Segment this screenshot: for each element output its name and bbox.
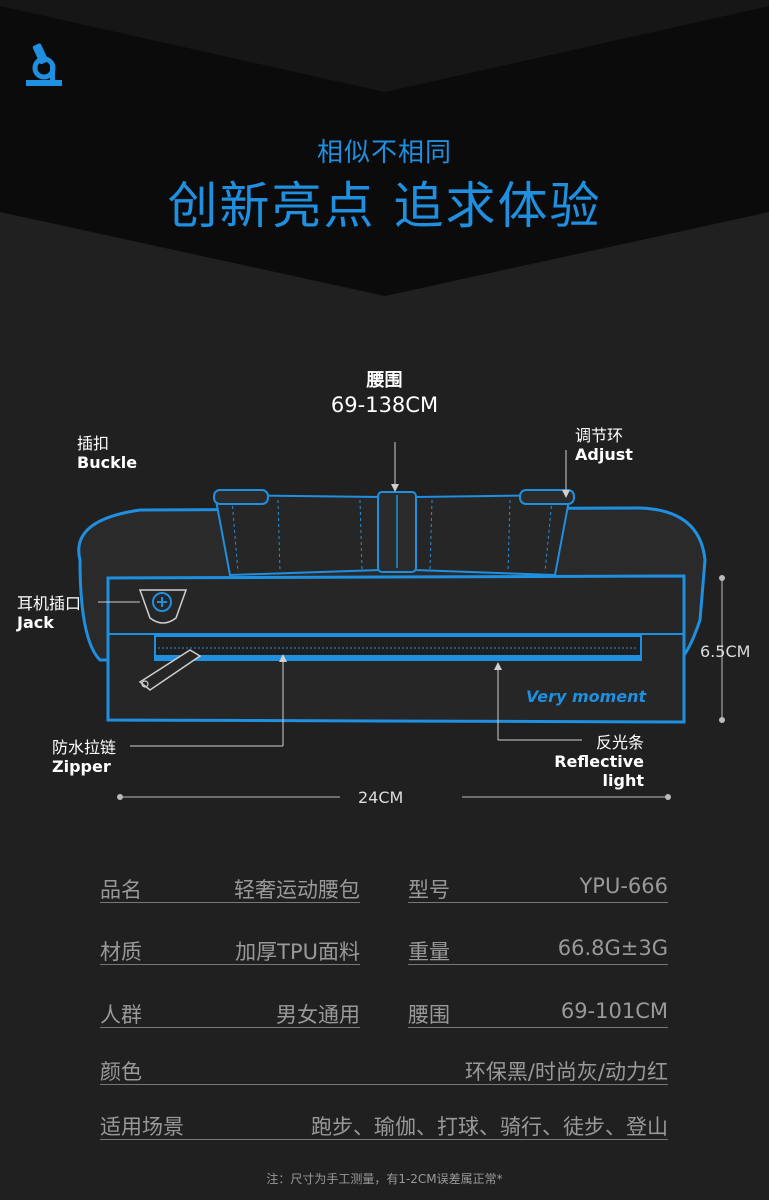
header-banner: 相似不相同 创新亮点 追求体验 xyxy=(0,0,769,300)
callout-adjust-cn: 调节环 xyxy=(575,426,624,445)
callout-buckle: 插扣 Buckle xyxy=(77,434,137,472)
spec-key: 腰围 xyxy=(408,1003,450,1027)
spec-value: 69-101CM xyxy=(560,999,668,1023)
footnote: 注：尺寸为手工测量，有1-2CM误差属正常* xyxy=(266,1172,503,1186)
spec-row: 品名 轻奢运动腰包 xyxy=(100,862,360,903)
callout-adjust: 调节环 Adjust xyxy=(575,426,633,464)
spec-key: 人群 xyxy=(100,1003,142,1027)
callout-buckle-cn: 插扣 xyxy=(77,434,110,453)
callout-reflective-cn: 反光条 xyxy=(595,733,644,752)
spec-row: 适用场景 跑步、瑜伽、打球、骑行、徒步、登山 xyxy=(100,1099,668,1140)
spec-key: 适用场景 xyxy=(100,1115,184,1139)
spec-value: 环保黑/时尚灰/动力红 xyxy=(464,1060,668,1084)
callout-reflective-en: Reflective light xyxy=(554,752,644,791)
waist-value: 69-138CM xyxy=(330,393,439,417)
height-dimension: 6.5CM xyxy=(700,642,751,661)
spec-value: 加厚TPU面料 xyxy=(235,940,360,964)
spec-value: 男女通用 xyxy=(276,1003,360,1027)
spec-key: 颜色 xyxy=(100,1060,142,1084)
spec-row: 人群 男女通用 xyxy=(100,987,360,1028)
waist-label: 腰围 xyxy=(366,370,403,391)
bag-brand-text: Very moment xyxy=(526,687,647,706)
callout-zipper-en: Zipper xyxy=(52,757,111,777)
spec-key: 型号 xyxy=(408,878,450,902)
spec-row: 重量 66.8G±3G xyxy=(408,924,668,965)
spec-value: 66.8G±3G xyxy=(557,936,668,960)
spec-key: 重量 xyxy=(408,940,450,964)
spec-value: YPU-666 xyxy=(579,874,668,898)
spec-value: 跑步、瑜伽、打球、骑行、徒步、登山 xyxy=(311,1115,668,1139)
callout-buckle-en: Buckle xyxy=(77,453,138,473)
header-background xyxy=(0,0,769,296)
spec-key: 品名 xyxy=(100,878,142,902)
callout-adjust-en: Adjust xyxy=(575,445,633,465)
spec-row: 材质 加厚TPU面料 xyxy=(100,924,360,965)
spec-row: 颜色 环保黑/时尚灰/动力红 xyxy=(100,1044,668,1085)
microscope-icon xyxy=(22,38,66,88)
callout-jack-cn: 耳机插口 xyxy=(17,594,82,613)
callout-zipper-cn: 防水拉链 xyxy=(52,738,117,757)
width-dimension: 24CM xyxy=(358,788,404,807)
callout-reflective: 反光条 Reflective light xyxy=(514,733,644,791)
callout-jack-en: Jack xyxy=(17,613,54,633)
spec-key: 材质 xyxy=(100,940,142,964)
spec-value: 轻奢运动腰包 xyxy=(234,878,360,902)
waist-bag-diagram xyxy=(77,442,725,800)
header-subtitle: 相似不相同 xyxy=(316,138,452,168)
spec-row: 型号 YPU-666 xyxy=(408,862,668,903)
spec-row: 腰围 69-101CM xyxy=(408,987,668,1028)
callout-zipper: 防水拉链 Zipper xyxy=(52,738,116,776)
callout-jack: 耳机插口 Jack xyxy=(17,594,81,632)
header-title: 创新亮点 追求体验 xyxy=(167,177,602,235)
